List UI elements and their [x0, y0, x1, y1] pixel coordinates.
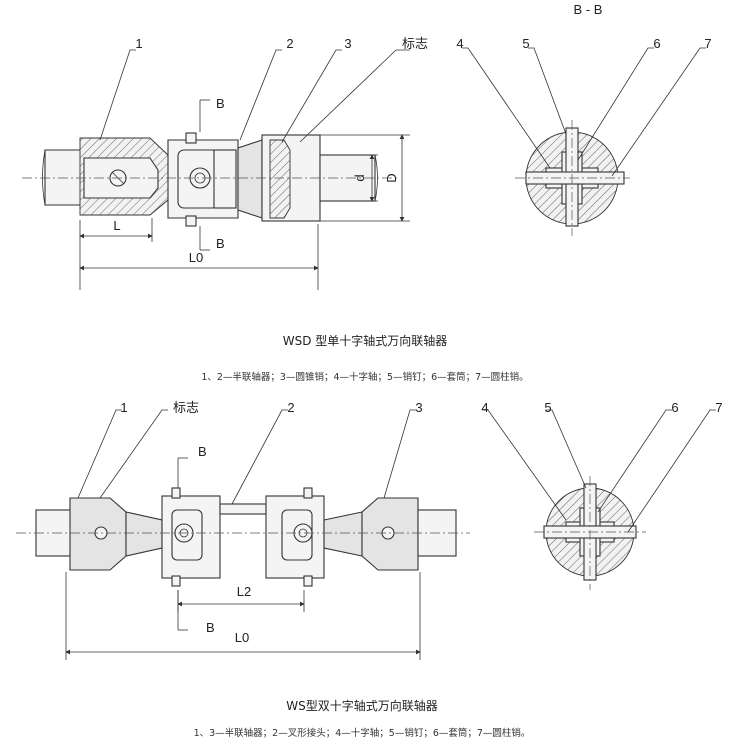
dim-L0-bottom: L0 [235, 630, 249, 645]
bottom-section-callout-7: 7 [715, 400, 722, 415]
top-section-callout-5: 5 [522, 36, 529, 51]
section-title: B - B [574, 2, 603, 17]
bottom-parts-list: 1、3—半联轴器；2—叉形接头；4—十字轴；5—销钉；6—套筒；7—圆柱销。 [194, 727, 531, 739]
top-section-callout-7: 7 [704, 36, 711, 51]
dim-D: D [384, 173, 399, 182]
top-callout-3: 3 [344, 36, 351, 51]
bottom-section-callout-6: 6 [671, 400, 678, 415]
bottom-section-mark-upper: B [198, 444, 207, 459]
ws-section-view [482, 409, 716, 590]
bottom-title: WS型双十字轴式万向联轴器 [286, 698, 437, 713]
top-callout-mark: 标志 [402, 36, 428, 51]
top-parts-list: 1、2—半联轴器；3—圆锥销；4—十字轴；5—销钉；6—套筒；7—圆柱销。 [201, 371, 528, 383]
ws-coupling-drawing [16, 409, 470, 660]
top-callout-2: 2 [286, 36, 293, 51]
wsd-coupling-drawing [22, 49, 410, 290]
top-section-callout-4: 4 [456, 36, 463, 51]
top-title: WSD 型单十字轴式万向联轴器 [283, 333, 448, 348]
dim-L0-top: L0 [189, 250, 203, 265]
bottom-callout-1: 1 [120, 400, 127, 415]
dim-L2: L2 [237, 584, 251, 599]
bottom-section-callout-4: 4 [481, 400, 488, 415]
bottom-callout-mark: 标志 [173, 400, 199, 415]
top-section-mark-upper: B [216, 96, 225, 111]
bottom-section-callout-5: 5 [544, 400, 551, 415]
top-section-mark-lower: B [216, 236, 225, 251]
dim-L: L [113, 218, 120, 233]
top-section-callout-6: 6 [653, 36, 660, 51]
bottom-callout-2: 2 [287, 400, 294, 415]
top-callout-1: 1 [135, 36, 142, 51]
wsd-section-view [462, 47, 706, 236]
dim-d: d [352, 174, 367, 181]
bottom-section-mark-lower: B [206, 620, 215, 635]
bottom-callout-3: 3 [415, 400, 422, 415]
